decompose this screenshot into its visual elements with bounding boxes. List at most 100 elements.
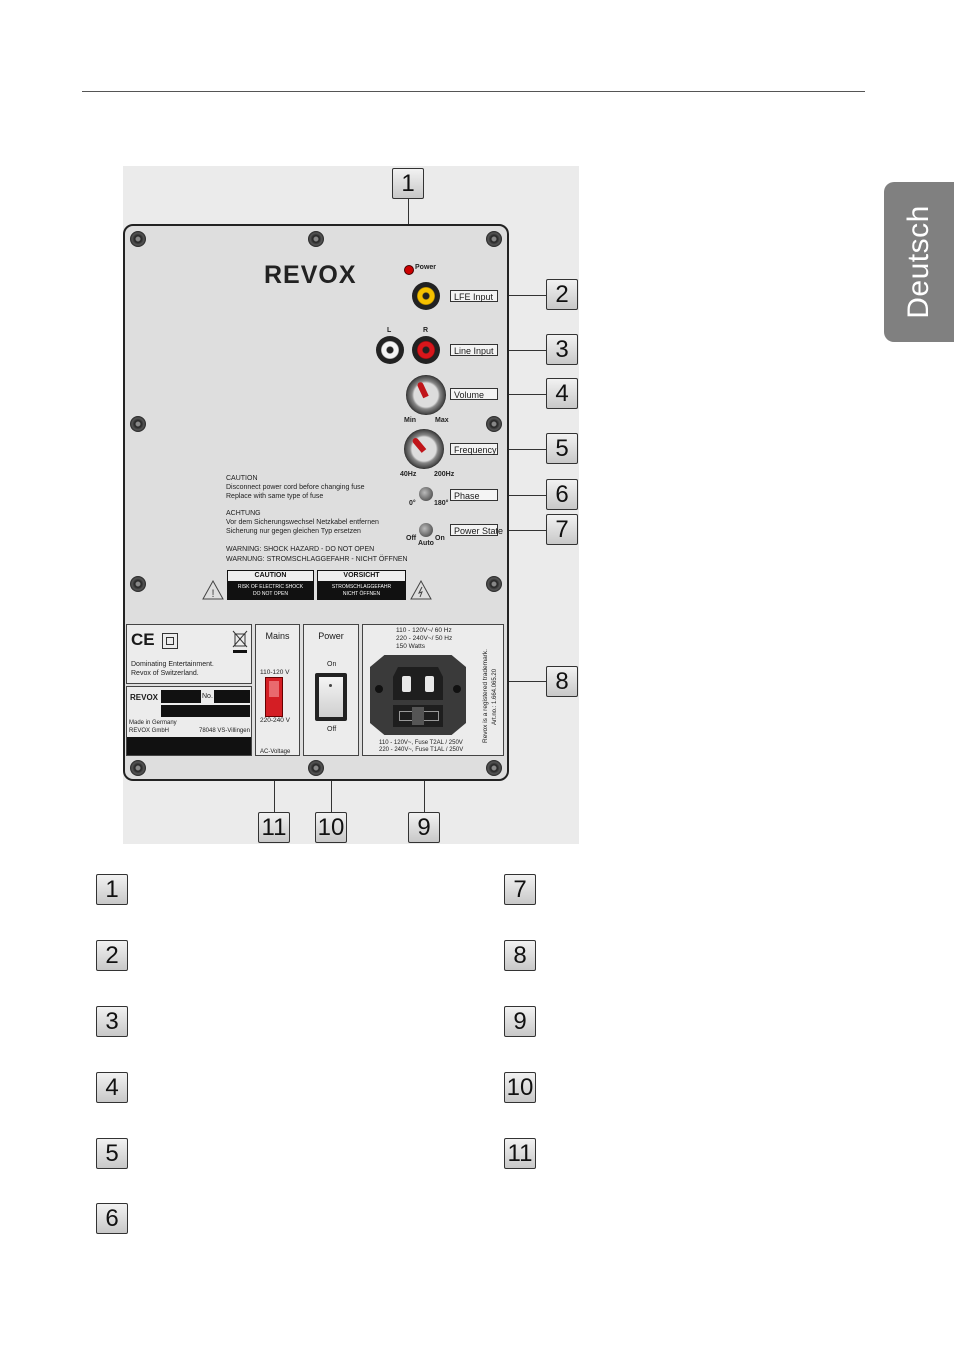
- power-rocker-switch[interactable]: [315, 673, 347, 721]
- power-led-icon: [404, 265, 414, 275]
- legend-number: 7: [504, 874, 536, 905]
- svg-text:!: !: [211, 588, 214, 600]
- callout-2: 2: [546, 279, 578, 310]
- voltage-selector-switch[interactable]: [265, 677, 283, 717]
- legend-number: 3: [96, 1006, 128, 1037]
- power-switch-title: Power: [318, 631, 344, 641]
- power-state-on-label: On: [435, 535, 445, 542]
- line-input-right-jack[interactable]: [412, 336, 440, 364]
- screw: [130, 231, 146, 247]
- vorsicht-label-line-2: NICHT ÖFFNEN: [342, 591, 381, 597]
- trademark-line-1: Revox is a registered trademark.: [482, 649, 489, 743]
- dominating-line-1: Dominating Entertainment.: [131, 661, 214, 668]
- vorsicht-label-box: VORSICHT STROMSCHLAGGEFAHR NICHT ÖFFNEN: [317, 570, 406, 600]
- screw: [486, 576, 502, 592]
- iec-inlet-housing[interactable]: [370, 655, 466, 735]
- serial-no-label: No.: [202, 693, 213, 700]
- vorsicht-label-title: VORSICHT: [318, 571, 405, 581]
- power-switch-off-label: Off: [327, 726, 337, 733]
- mains-220-label: 220-240 V: [260, 717, 290, 724]
- volume-label: Volume: [450, 388, 498, 400]
- barcode-field: [161, 705, 250, 717]
- rating-line-3: 150 Watts: [396, 643, 426, 650]
- leader-line-7: [498, 530, 546, 531]
- trademark-line-2: Art.no.: 1.664.065.20: [492, 668, 498, 725]
- power-state-switch[interactable]: [419, 523, 433, 537]
- screw: [130, 760, 146, 776]
- mains-title: Mains: [265, 631, 290, 641]
- weee-bin-icon: [232, 630, 248, 653]
- phase-0-label: 0°: [409, 500, 416, 507]
- callout-3: 3: [546, 334, 578, 365]
- power-state-label: Power State: [450, 524, 503, 536]
- ce-mark: CE: [131, 630, 155, 649]
- leader-line-4: [498, 394, 546, 395]
- callout-6: 6: [546, 479, 578, 510]
- made-in-line-2: REVOX GmbH: [129, 728, 170, 734]
- caution-label-box: CAUTION RISK OF ELECTRIC SHOCK DO NOT OP…: [227, 570, 314, 600]
- callout-7: 7: [546, 514, 578, 545]
- warning-line-2: WARNUNG: STROMSCHLAGGEFAHR - NICHT ÖFFNE…: [226, 556, 408, 563]
- lfe-input-jack[interactable]: [412, 282, 440, 310]
- achtung-line-1: Vor dem Sicherungswechsel Netzkabel entf…: [226, 519, 379, 526]
- callout-11: 11: [258, 812, 290, 843]
- language-tab: Deutsch: [884, 182, 954, 342]
- achtung-heading: ACHTUNG: [226, 510, 261, 517]
- power-inlet-panel: 110 - 120V~/ 60 Hz 220 - 240V~/ 50 Hz 15…: [362, 624, 504, 756]
- rating-line-2: 220 - 240V~/ 50 Hz: [396, 635, 453, 642]
- line-input-r-label: R: [423, 327, 429, 334]
- phase-label: Phase: [450, 489, 498, 501]
- warning-line-1: WARNING: SHOCK HAZARD - DO NOT OPEN: [226, 546, 375, 553]
- power-state-auto-label: Auto: [418, 540, 434, 547]
- frequency-knob-pointer-icon: [411, 436, 427, 453]
- caution-heading: CAUTION: [226, 475, 258, 482]
- volume-min-label: Min: [404, 417, 417, 424]
- power-switch-panel: Power On Off: [303, 624, 359, 756]
- ce-label-plate: CE Dominating Entertainment. Revox of Sw…: [126, 624, 252, 684]
- legend-number: 4: [96, 1072, 128, 1103]
- phase-switch[interactable]: [419, 487, 433, 501]
- fuse-drawer[interactable]: [393, 705, 443, 727]
- power-switch-on-label: On: [327, 661, 337, 668]
- screw: [130, 416, 146, 432]
- dominating-line-2: Revox of Switzerland.: [131, 670, 199, 677]
- mains-selector-panel: Mains 110-120 V 220-240 V AC-Voltage: [255, 624, 300, 756]
- callout-9: 9: [408, 812, 440, 843]
- screw: [130, 576, 146, 592]
- screw: [308, 231, 324, 247]
- warning-triangle-icon: !: [202, 580, 224, 600]
- legend-number: 5: [96, 1138, 128, 1169]
- frequency-knob[interactable]: [404, 429, 444, 469]
- lfe-input-label: LFE Input: [450, 290, 498, 302]
- made-in-line-3: 78048 VS-Villingen: [199, 728, 250, 734]
- callout-4: 4: [546, 378, 578, 409]
- legend-number: 10: [504, 1072, 536, 1103]
- caution-label-title: CAUTION: [228, 571, 313, 581]
- ac-voltage-label: AC-Voltage: [260, 749, 291, 755]
- line-input-left-jack[interactable]: [376, 336, 404, 364]
- revox-logo: REVOX: [264, 261, 357, 289]
- legend-number: 2: [96, 940, 128, 971]
- line-input-label: Line Input: [450, 344, 498, 356]
- mains-110-label: 110-120 V: [260, 669, 290, 676]
- caution-line-1: Disconnect power cord before changing fu…: [226, 484, 365, 491]
- volume-knob[interactable]: [406, 375, 446, 415]
- achtung-line-2: Sicherung nur gegen gleichen Typ ersetze…: [226, 528, 361, 535]
- callout-5: 5: [546, 433, 578, 464]
- screw: [486, 416, 502, 432]
- serial-brand: REVOX: [130, 693, 159, 702]
- volume-max-label: Max: [435, 417, 449, 424]
- leader-line-2: [498, 295, 546, 296]
- rating-line-1: 110 - 120V~/ 60 Hz: [396, 627, 452, 634]
- leader-line-6: [498, 495, 546, 496]
- power-state-off-label: Off: [406, 535, 417, 542]
- vorsicht-label-line-1: STROMSCHLAGGEFAHR: [331, 584, 392, 590]
- phase-180-label: 180°: [434, 500, 449, 507]
- line-input-l-label: L: [387, 327, 392, 334]
- leader-line-3: [498, 350, 546, 351]
- screw: [486, 231, 502, 247]
- serial-field: [161, 690, 201, 703]
- frequency-label: Frequency: [450, 443, 498, 455]
- callout-10: 10: [315, 812, 347, 843]
- serial-number-field: [214, 690, 250, 703]
